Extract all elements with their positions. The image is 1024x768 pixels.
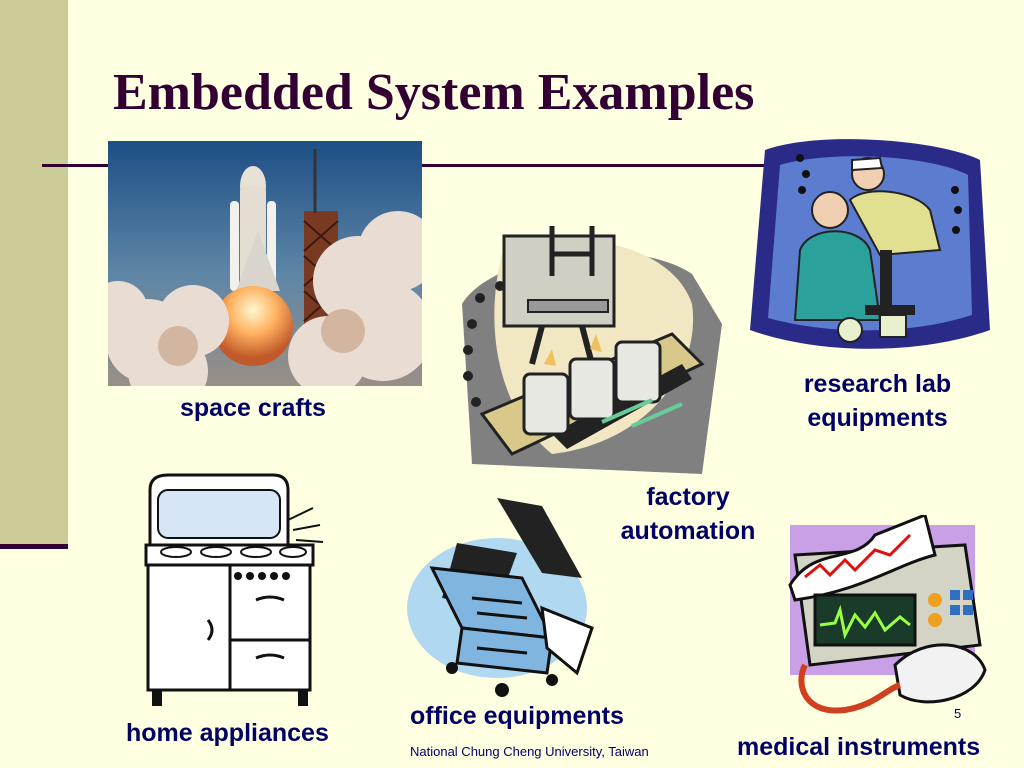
caption-home-appliances: home appliances (126, 719, 329, 747)
sidebar-band (0, 0, 68, 548)
caption-research-line1: research lab (803, 370, 952, 398)
page-number: 5 (954, 706, 962, 721)
slide-title: Embedded System Examples (113, 64, 755, 121)
caption-space-crafts: space crafts (180, 394, 326, 422)
stove-clipart (144, 473, 324, 706)
caption-research-lab: research lab equipments (780, 367, 975, 435)
footer-text: National Chung Cheng University, Taiwan (410, 744, 649, 759)
caption-office-equipments: office equipments (410, 702, 624, 730)
caption-factory-line1: factory (646, 483, 730, 511)
lab-researchers-clipart (750, 139, 990, 349)
caption-factory-line2: automation (620, 517, 756, 545)
factory-robot-clipart (462, 226, 722, 474)
copier-clipart (407, 498, 594, 697)
caption-research-line2: equipments (807, 404, 948, 432)
medical-monitor-clipart (788, 515, 987, 714)
caption-factory-automation: factory automation (612, 480, 764, 548)
sidebar-rule (0, 544, 68, 549)
space-shuttle-photo (108, 141, 422, 386)
caption-medical-instruments: medical instruments (737, 733, 981, 761)
